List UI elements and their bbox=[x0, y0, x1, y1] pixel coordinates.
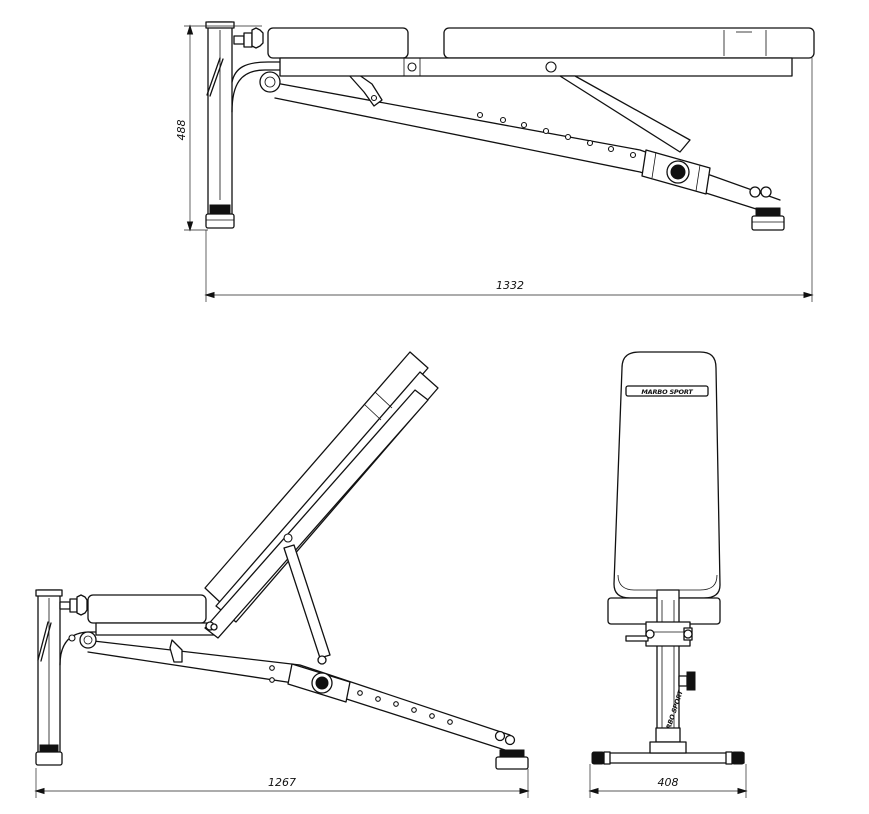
dimension-height: 488 bbox=[175, 24, 262, 232]
front-pivot-icon bbox=[749, 186, 761, 198]
front-foot bbox=[751, 215, 785, 231]
main-rail bbox=[84, 639, 511, 736]
rear-foot bbox=[35, 751, 63, 766]
back-pad-inclined bbox=[204, 351, 439, 639]
post-cap bbox=[205, 21, 235, 29]
dimension-height-label: 488 bbox=[175, 120, 188, 141]
dimension-length-bottom: 1267 bbox=[34, 768, 530, 798]
front-view: MARBO SPORT MARBO SPORT bbox=[588, 351, 748, 798]
frame-curve bbox=[231, 69, 401, 113]
logo-text: MARBO SPORT bbox=[641, 388, 693, 396]
brand-logo: MARBO SPORT bbox=[625, 385, 709, 397]
flat-bench-view: 488 1332 bbox=[175, 21, 815, 302]
pivot-knob-icon bbox=[79, 631, 97, 649]
main-rail bbox=[269, 81, 781, 201]
seat-pad bbox=[267, 27, 409, 59]
support-strut bbox=[283, 544, 331, 659]
back-rail bbox=[204, 389, 429, 639]
back-pad bbox=[443, 27, 815, 59]
front-base bbox=[595, 752, 745, 764]
lever-handle bbox=[206, 57, 221, 96]
dimension-length-bottom-label: 1267 bbox=[268, 776, 296, 789]
seat-pad bbox=[87, 594, 207, 624]
rail-holes bbox=[476, 111, 637, 159]
seat-rail bbox=[95, 622, 215, 636]
dimension-width-front: 408 bbox=[588, 764, 748, 798]
dimension-length-top: 1332 bbox=[204, 58, 814, 302]
incline-bench-view: 1267 bbox=[34, 351, 530, 798]
adjustment-knob-icon bbox=[76, 594, 88, 616]
rail-holes bbox=[269, 665, 453, 725]
knob-icon bbox=[686, 671, 696, 691]
dimension-width-front-label: 408 bbox=[658, 776, 679, 789]
pivot-knob-icon bbox=[259, 71, 281, 93]
pad-support-rail bbox=[279, 57, 793, 77]
adjustment-knob-icon bbox=[251, 27, 264, 49]
front-foot bbox=[495, 756, 529, 770]
back-pad-front bbox=[613, 351, 721, 599]
support-strut bbox=[559, 75, 691, 153]
dimension-length-top-label: 1332 bbox=[496, 279, 524, 292]
pin-shaft bbox=[233, 35, 245, 45]
rear-foot bbox=[205, 213, 235, 229]
